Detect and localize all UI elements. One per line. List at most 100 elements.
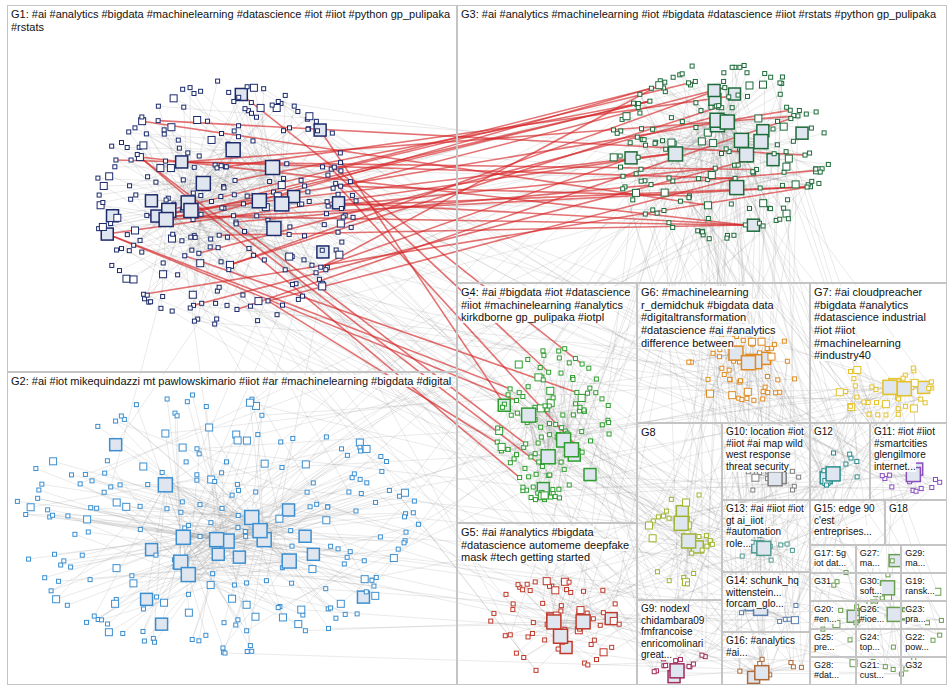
network-edge — [260, 531, 404, 543]
network-edge — [38, 498, 762, 659]
network-vertex — [653, 141, 657, 145]
network-vertex — [758, 186, 762, 190]
network-vertex — [649, 86, 653, 90]
network-edge — [727, 122, 776, 220]
network-vertex — [694, 126, 698, 130]
network-edge — [328, 168, 715, 206]
network-vertex — [734, 133, 748, 147]
network-edge — [250, 306, 760, 676]
network-edge — [559, 351, 564, 440]
network-edge — [165, 467, 282, 484]
network-vertex — [186, 151, 190, 155]
network-vertex — [220, 206, 224, 210]
network-vertex — [636, 102, 640, 106]
network-vertex — [216, 246, 220, 250]
network-vertex — [119, 141, 123, 145]
network-vertex — [324, 212, 328, 216]
network-vertex — [129, 158, 133, 162]
network-vertex — [156, 104, 160, 108]
network-edge — [603, 336, 736, 612]
network-edge — [247, 540, 264, 652]
network-edge — [165, 449, 341, 485]
network-vertex — [339, 184, 343, 188]
network-edge — [336, 250, 693, 664]
network-edge — [188, 81, 217, 203]
network-edge — [282, 454, 535, 468]
network-vertex — [669, 116, 673, 120]
network-vertex — [100, 182, 107, 189]
network-vertex — [655, 211, 659, 215]
network-vertex — [233, 551, 245, 563]
network-edge — [219, 225, 745, 235]
network-vertex — [190, 248, 194, 252]
network-vertex — [699, 109, 703, 113]
network-edge — [707, 546, 940, 635]
network-vertex — [134, 193, 138, 197]
network-vertex — [661, 139, 665, 143]
network-vertex — [176, 138, 180, 142]
network-vertex — [782, 206, 786, 210]
network-vertex — [197, 260, 204, 267]
network-vertex — [219, 260, 223, 264]
network-vertex — [232, 99, 236, 103]
network-vertex — [755, 115, 762, 122]
network-vertex — [782, 170, 786, 174]
network-vertex — [113, 165, 117, 169]
network-vertex — [224, 165, 228, 169]
network-edge — [697, 390, 876, 547]
network-vertex — [197, 251, 201, 255]
network-vertex — [110, 144, 114, 148]
network-vertex — [306, 127, 310, 131]
network-vertex — [748, 206, 752, 210]
network-vertex — [643, 212, 647, 216]
network-vertex — [639, 179, 643, 183]
network-vertex — [227, 268, 231, 272]
network-vertex — [168, 124, 175, 131]
network-vertex — [128, 184, 132, 188]
network-vertices — [15, 64, 943, 684]
network-vertex — [722, 71, 726, 75]
network-vertex — [167, 165, 174, 172]
network-vertex — [797, 108, 801, 112]
network-edge — [116, 421, 765, 678]
network-vertex — [192, 165, 196, 169]
network-vertex — [339, 161, 343, 165]
network-vertex — [668, 139, 675, 146]
network-vertex — [283, 268, 287, 272]
network-edge — [158, 121, 805, 155]
network-edge — [56, 485, 165, 599]
network-vertex — [278, 182, 285, 189]
network-edge — [192, 541, 227, 639]
network-vertex — [270, 103, 274, 107]
network-vertex — [132, 243, 136, 247]
network-edge — [94, 485, 165, 616]
network-vertex — [160, 271, 167, 278]
network-edge — [26, 515, 942, 621]
network-vertex — [729, 202, 733, 206]
network-vertex — [733, 176, 737, 180]
network-edge — [291, 193, 665, 531]
network-vertex — [786, 198, 790, 202]
network-edge — [225, 653, 901, 674]
network-vertex — [208, 136, 215, 143]
network-vertex — [205, 119, 209, 123]
network-vertex — [745, 94, 749, 98]
network-vertex — [694, 101, 698, 105]
network-edge — [645, 214, 757, 547]
network-vertex — [262, 87, 266, 91]
network-edge — [140, 157, 745, 225]
network-vertex — [717, 104, 721, 108]
network-vertex — [636, 155, 640, 159]
network-vertex — [146, 175, 150, 179]
network-vertex — [338, 151, 342, 155]
network-vertex — [662, 209, 666, 213]
network-vertex — [226, 143, 240, 157]
network-vertex — [690, 64, 694, 68]
network-vertex — [110, 263, 114, 267]
network-vertex — [610, 154, 617, 161]
network-vertex — [783, 163, 790, 170]
network-vertex — [209, 237, 213, 241]
network-vertex — [193, 235, 197, 239]
network-edge — [561, 371, 914, 611]
network-vertex — [123, 275, 130, 282]
